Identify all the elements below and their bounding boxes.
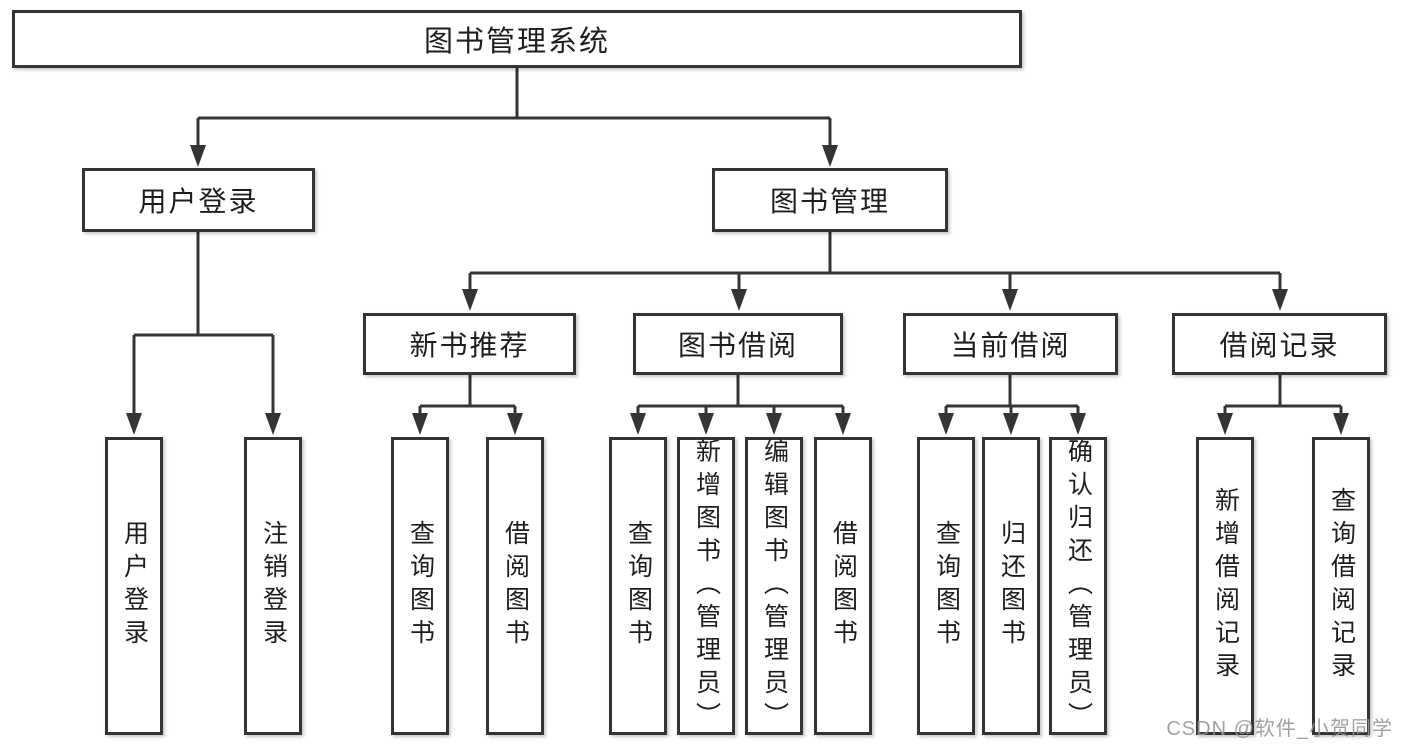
leaf-borrow-query-books: 查询图书 — [609, 437, 667, 735]
node-borrow-record-label: 借阅记录 — [1219, 330, 1340, 361]
leaf-record-query-borrow-record: 查询借阅记录 — [1312, 437, 1370, 735]
leaf-record-add-borrow-record: 新增借阅记录 — [1196, 437, 1254, 735]
node-current-borrow-label: 当前借阅 — [950, 330, 1071, 361]
leaf-newrec-query-books-label: 查询图书 — [406, 520, 435, 652]
node-book-borrow: 图书借阅 — [633, 313, 843, 375]
node-root-label: 图书管理系统 — [423, 26, 610, 58]
node-book-management-label: 图书管理 — [769, 186, 890, 217]
leaf-borrow-borrow-books-label: 借阅图书 — [829, 520, 858, 652]
leaf-current-query-books-label: 查询图书 — [932, 520, 961, 652]
leaf-current-return-books: 归还图书 — [982, 437, 1040, 735]
leaf-user-login-label: 用户登录 — [120, 520, 149, 652]
node-new-book-recommend-label: 新书推荐 — [409, 330, 530, 361]
leaf-record-query-borrow-record-label: 查询借阅记录 — [1327, 487, 1356, 685]
leaf-borrow-query-books-label: 查询图书 — [624, 520, 653, 652]
node-current-borrow: 当前借阅 — [903, 313, 1118, 375]
leaf-logout-label: 注销登录 — [259, 520, 288, 652]
csdn-watermark: CSDN @软件_小贺同学 — [1166, 718, 1393, 740]
node-user-login: 用户登录 — [82, 168, 315, 232]
leaf-newrec-query-books: 查询图书 — [391, 437, 449, 735]
leaf-current-confirm-return-admin: 确认归还（管理员） — [1049, 437, 1107, 735]
leaf-current-confirm-return-admin-label: 确认归还（管理员） — [1064, 437, 1093, 735]
node-borrow-record: 借阅记录 — [1172, 313, 1387, 375]
leaf-user-login: 用户登录 — [105, 437, 163, 735]
node-book-borrow-label: 图书借阅 — [677, 330, 798, 361]
leaf-logout: 注销登录 — [244, 437, 302, 735]
leaf-newrec-borrow-books-label: 借阅图书 — [501, 520, 530, 652]
leaf-record-add-borrow-record-label: 新增借阅记录 — [1211, 487, 1240, 685]
node-user-login-label: 用户登录 — [138, 186, 259, 217]
arrowheads — [126, 145, 1349, 435]
node-book-management: 图书管理 — [712, 168, 948, 232]
leaf-borrow-add-books-admin: 新增图书（管理员） — [677, 437, 735, 735]
leaf-borrow-borrow-books: 借阅图书 — [814, 437, 872, 735]
node-root: 图书管理系统 — [12, 10, 1022, 68]
leaf-borrow-add-books-admin-label: 新增图书（管理员） — [692, 437, 721, 735]
leaf-borrow-edit-books-admin-label: 编辑图书（管理员） — [760, 437, 789, 735]
leaf-current-query-books: 查询图书 — [917, 437, 975, 735]
leaf-current-return-books-label: 归还图书 — [997, 520, 1026, 652]
leaf-borrow-edit-books-admin: 编辑图书（管理员） — [745, 437, 803, 735]
node-new-book-recommend: 新书推荐 — [363, 313, 576, 375]
leaf-newrec-borrow-books: 借阅图书 — [486, 437, 544, 735]
